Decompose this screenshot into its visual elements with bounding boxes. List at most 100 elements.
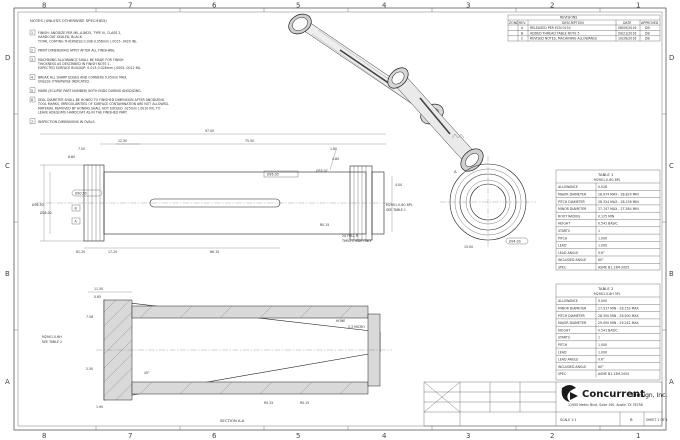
table-row-value: 60° — [598, 365, 604, 369]
revision-table: REVISIONS ZONE REV. DESCRIPTION DATE APP… — [507, 14, 661, 42]
section-see-table2: SEE TABLE 2 — [42, 340, 62, 344]
dim-ref2: 2X FULL R — [342, 234, 359, 238]
zone-row-label: C — [5, 162, 10, 170]
section-a-a-view: 11.50 0.65 7.56 2.50 1.90 M29X1.0-6H SEE… — [42, 287, 392, 423]
thread-see-table: SEE TABLE 1 — [386, 208, 406, 212]
zone-row-label: C — [669, 162, 674, 170]
revision-approved: DB — [645, 31, 650, 35]
zone-col-label: 3 — [466, 432, 470, 440]
section-dim-4: 2.50 — [86, 367, 93, 371]
revision-rev: C — [521, 37, 524, 41]
table-row-label: STARTS — [558, 229, 570, 233]
dim-outer-dia: Ø36.50 — [32, 202, 44, 207]
note-number: 2 — [31, 49, 33, 53]
company-name: Concurrent — [582, 389, 645, 400]
table2-subtitle: M29X1.0-6H 3PL — [594, 292, 621, 296]
table-row-value: 0.000 — [598, 299, 607, 303]
table-row-value: 0.541 BASIC — [598, 328, 618, 332]
zone-col-label: 2 — [550, 432, 554, 440]
table-row-value: 0.026 — [598, 185, 607, 189]
note-line: TOOL MARKS, IRREGULARITIES OF SURFACE CO… — [37, 102, 169, 106]
end-view-flat: 15.00 — [464, 245, 473, 249]
note-line: INSPECTION DIMENSIONS IN OVALS. — [38, 120, 96, 124]
note-line: BREAK ALL SHARP EDGES AND CORNERS 0.05mm… — [38, 75, 127, 79]
table-row-value: ASME B1.13M-2005 — [598, 266, 629, 270]
table-row-value: 0.541 BASIC — [598, 222, 618, 226]
note-line: EXPECTED SURFACE BUILDUP: 0.013-0.028mm … — [38, 66, 141, 70]
table-row-label: LEAD ANGLE — [558, 358, 578, 362]
zone-labels-bottom: 8 7 6 5 4 3 2 1 — [42, 432, 640, 440]
zone-col-label: 7 — [128, 2, 132, 10]
zone-col-label: 5 — [296, 432, 300, 440]
dim-d2: 12.50 — [118, 139, 127, 143]
note-line: UNLESS OTHERWISE INDICATED. — [38, 80, 90, 84]
dim-overall: 97.00 — [205, 129, 214, 133]
table-row-label: PITCH — [558, 343, 568, 347]
note-number: 6 — [31, 98, 33, 102]
table-row-label: PITCH — [558, 236, 568, 240]
note-number-box — [29, 96, 36, 103]
note-line: MACHINING ALLOWANCE SHALL BE MADE FOR FI… — [38, 58, 124, 62]
dim-d6: 4.80 — [332, 157, 339, 161]
revision-rev: B — [521, 31, 523, 35]
company-address: 11900 Metric Blvd, Suite 190, Austin TX … — [568, 403, 643, 407]
revision-header: REVISIONS — [560, 16, 577, 20]
title-block: Concurrent Design, Inc. 11900 Metric Blv… — [423, 381, 668, 427]
note-line: HARDCOAT SEALED, BLACK. — [38, 35, 83, 39]
section-thread: M29X1.0-6H — [42, 335, 62, 339]
dim-inspect-oval: Ø30.50 — [75, 190, 87, 195]
table-row-value: 1 — [598, 229, 600, 233]
zone-col-label: 2 — [550, 2, 554, 10]
table-row-label: ALLOWANCE — [558, 299, 578, 303]
note-number: 3 — [31, 58, 33, 62]
note-line: MATERIAL REMOVED BY HONING SHALL NOT EXC… — [38, 106, 161, 110]
table-row-value: 28.974 MAX - 28.824 MIN — [598, 193, 639, 197]
table-row-label: MAJOR DIAMETER — [558, 193, 587, 197]
zone-col-label: 8 — [42, 2, 46, 10]
datum-a: A — [75, 220, 78, 224]
section-dim-3: 7.56 — [86, 315, 93, 319]
table-row-label: ALLOWANCE — [558, 185, 578, 189]
table-row-label: PITCH DIAMETER — [558, 200, 586, 204]
table-row-label: HEIGHT — [558, 328, 570, 332]
table-row-value: 1 — [598, 336, 600, 340]
zone-row-label: A — [669, 378, 674, 386]
table-row-value: ASME B1.13M-2005 — [598, 372, 629, 376]
front-view: 97.00 75.50 12.50 7.50 6.80 1.80 4.80 Ø3… — [32, 129, 413, 254]
revision-description: RELEASED PER ECN 0134 — [530, 26, 571, 30]
note-number-box — [29, 87, 36, 93]
dim-ref1: R0.15 — [320, 223, 329, 227]
table-row-value: 1.000 — [598, 343, 607, 347]
dim-len1: 17.20 — [108, 250, 117, 254]
table-row-value: 1.000 — [598, 244, 607, 248]
note-number-box — [29, 118, 36, 124]
revision-col-date: DATE — [623, 21, 631, 25]
datum-b: B — [75, 207, 77, 211]
revision-date: 10/26/2016 — [618, 37, 636, 41]
zone-col-label: 6 — [212, 432, 217, 440]
section-slot-r1: R0.25 — [264, 401, 273, 405]
table-row-label: HEIGHT — [558, 222, 570, 226]
revision-description: ADDED THREAD TABLE NOTE 5 — [530, 31, 580, 35]
company-logo — [561, 385, 578, 402]
table2-title: TABLE 2 — [597, 286, 614, 291]
table-row-value: 1.000 — [598, 350, 607, 354]
dim-d4: 6.80 — [68, 155, 75, 159]
section-chamfer: 45° — [144, 371, 150, 375]
dim-groove: Ø26.00 — [267, 171, 279, 176]
title-sheet: SHEET 1 OF 1 — [646, 418, 668, 422]
section-dim-1: 11.50 — [94, 287, 103, 291]
revision-rev: A — [521, 26, 524, 30]
company-suffix: Design, Inc. — [632, 392, 667, 399]
revision-col-description: DESCRIPTION — [562, 21, 584, 25]
zone-col-label: 1 — [636, 2, 640, 10]
zone-row-label: B — [5, 270, 10, 278]
section-micro: 0.3 MICRO — [348, 325, 365, 329]
table-row-value: 60° — [598, 258, 604, 262]
dim-ref3: THRU 1 SIDE ONLY — [341, 239, 372, 243]
